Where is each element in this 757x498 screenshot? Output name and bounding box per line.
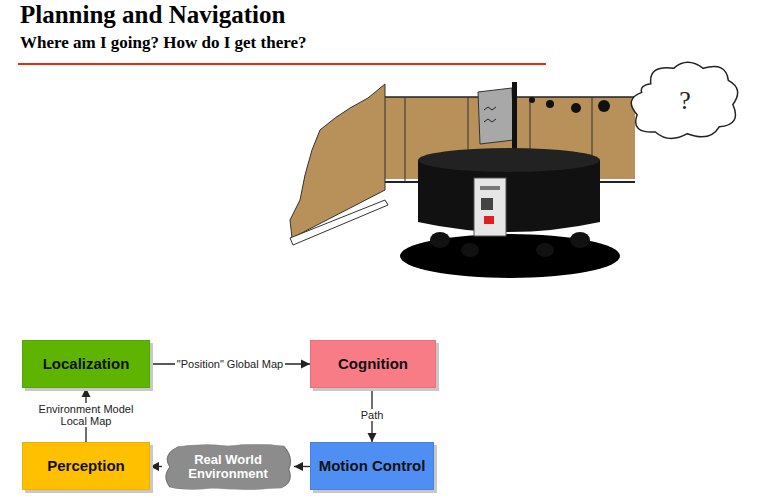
page-title: Planning and Navigation bbox=[20, 1, 285, 29]
thought-mark: ? bbox=[679, 87, 691, 116]
node-label: Perception bbox=[47, 458, 125, 475]
sensor bbox=[478, 88, 514, 144]
process-box: Localization bbox=[22, 340, 150, 388]
environment-blob: Real World Environment bbox=[162, 443, 294, 491]
flow-arrow bbox=[294, 466, 310, 467]
node-label: Motion Control bbox=[319, 458, 426, 475]
wheel bbox=[430, 232, 450, 248]
edge-label: "Position" Global Map bbox=[175, 358, 285, 370]
subtitle: Where am I going? How do I get there? bbox=[20, 33, 306, 53]
wall-panel bbox=[290, 84, 385, 238]
flow-arrow bbox=[150, 466, 162, 467]
process-box: Motion Control bbox=[310, 442, 434, 490]
node-label: Localization bbox=[43, 356, 130, 373]
thought-cloud: ? bbox=[628, 58, 742, 144]
edge-label: Environment Model Local Map bbox=[24, 403, 148, 427]
edge-label: Path bbox=[359, 409, 386, 421]
node-label: Real World Environment bbox=[162, 453, 294, 482]
node-label: Cognition bbox=[338, 356, 408, 373]
process-box: Perception bbox=[22, 442, 150, 490]
title-rule bbox=[18, 63, 546, 65]
process-box: Cognition bbox=[310, 340, 436, 388]
robot-panel bbox=[474, 178, 506, 236]
